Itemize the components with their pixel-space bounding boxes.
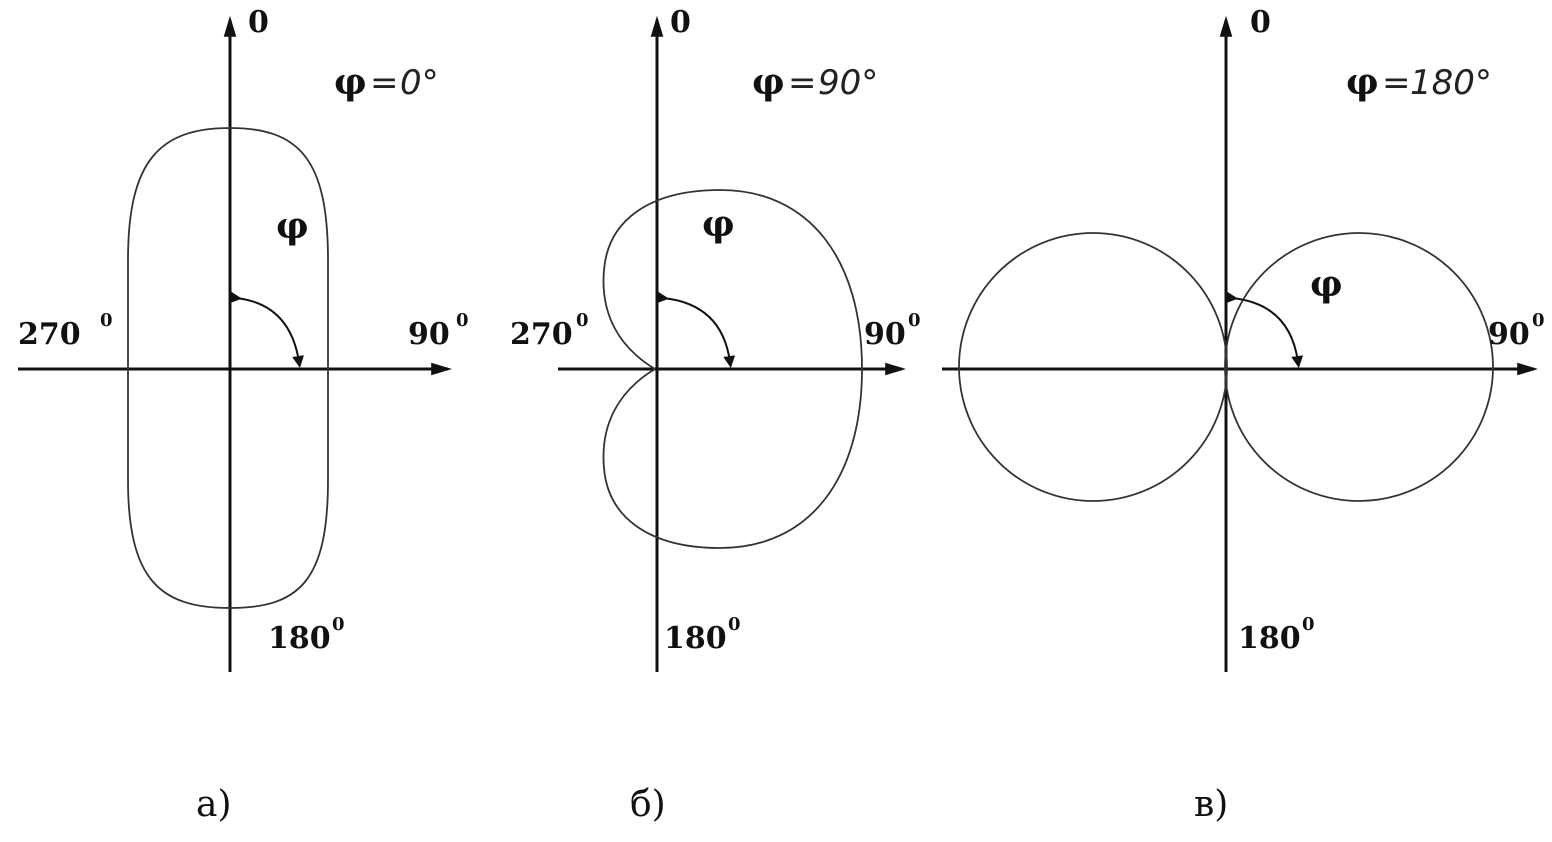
phi-angle-arc bbox=[1225, 291, 1304, 368]
axis-label-bottom: 180 bbox=[268, 621, 331, 656]
degree-mark-right: 0 bbox=[456, 310, 469, 331]
axis-label-bottom: 180 bbox=[1238, 621, 1301, 656]
axis-label-right: 90 bbox=[1488, 317, 1530, 352]
panel-v: 0 90 0 180 0 φ φ = 180° в) bbox=[942, 5, 1545, 825]
panel-title: φ = 90° bbox=[752, 61, 878, 103]
phi-label: φ bbox=[276, 205, 309, 247]
degree-mark-right: 0 bbox=[1532, 310, 1545, 331]
axis-label-right: 90 bbox=[864, 317, 906, 352]
panel-a: 0 270 0 90 0 180 0 φ φ = 0° а) bbox=[18, 5, 469, 825]
panel-caption: в) bbox=[1194, 784, 1228, 825]
pattern-lobe-left bbox=[958, 232, 1228, 502]
axis-label-top: 0 bbox=[1250, 5, 1271, 40]
phi-angle-arc bbox=[656, 291, 736, 368]
panel-b: 0 270 0 90 0 180 0 φ φ = 90° б) bbox=[510, 5, 921, 825]
phi-angle-arc bbox=[229, 291, 305, 368]
axis-label-left: 270 bbox=[18, 317, 81, 352]
axis-label-top: 0 bbox=[248, 5, 269, 40]
degree-mark-bottom: 0 bbox=[728, 614, 741, 635]
title-symbol: φ bbox=[752, 61, 785, 103]
degree-mark-right: 0 bbox=[908, 310, 921, 331]
pattern-curve bbox=[602, 189, 863, 549]
degree-mark-left: 0 bbox=[576, 310, 589, 331]
title-value: 0° bbox=[400, 63, 439, 103]
degree-mark-bottom: 0 bbox=[332, 614, 345, 635]
phi-label: φ bbox=[1310, 263, 1343, 305]
axis-label-left: 270 bbox=[510, 317, 573, 352]
pattern-curve bbox=[127, 127, 329, 609]
axis-label-right: 90 bbox=[408, 317, 450, 352]
title-value: 90° bbox=[818, 63, 878, 103]
title-value: 180° bbox=[1410, 63, 1492, 103]
panel-title: φ = 0° bbox=[334, 61, 439, 103]
panel-title: φ = 180° bbox=[1346, 61, 1492, 103]
title-symbol: φ bbox=[1346, 61, 1379, 103]
degree-mark-left: 0 bbox=[100, 310, 113, 331]
title-equals: = bbox=[788, 63, 817, 103]
phi-label: φ bbox=[702, 203, 735, 245]
title-symbol: φ bbox=[334, 61, 367, 103]
title-equals: = bbox=[370, 63, 399, 103]
panel-caption: а) bbox=[196, 784, 232, 825]
title-equals: = bbox=[1382, 63, 1411, 103]
panel-caption: б) bbox=[630, 784, 666, 825]
degree-mark-bottom: 0 bbox=[1302, 614, 1315, 635]
axis-label-top: 0 bbox=[670, 5, 691, 40]
axis-label-bottom: 180 bbox=[664, 621, 727, 656]
pattern-lobe-right bbox=[1224, 232, 1494, 502]
